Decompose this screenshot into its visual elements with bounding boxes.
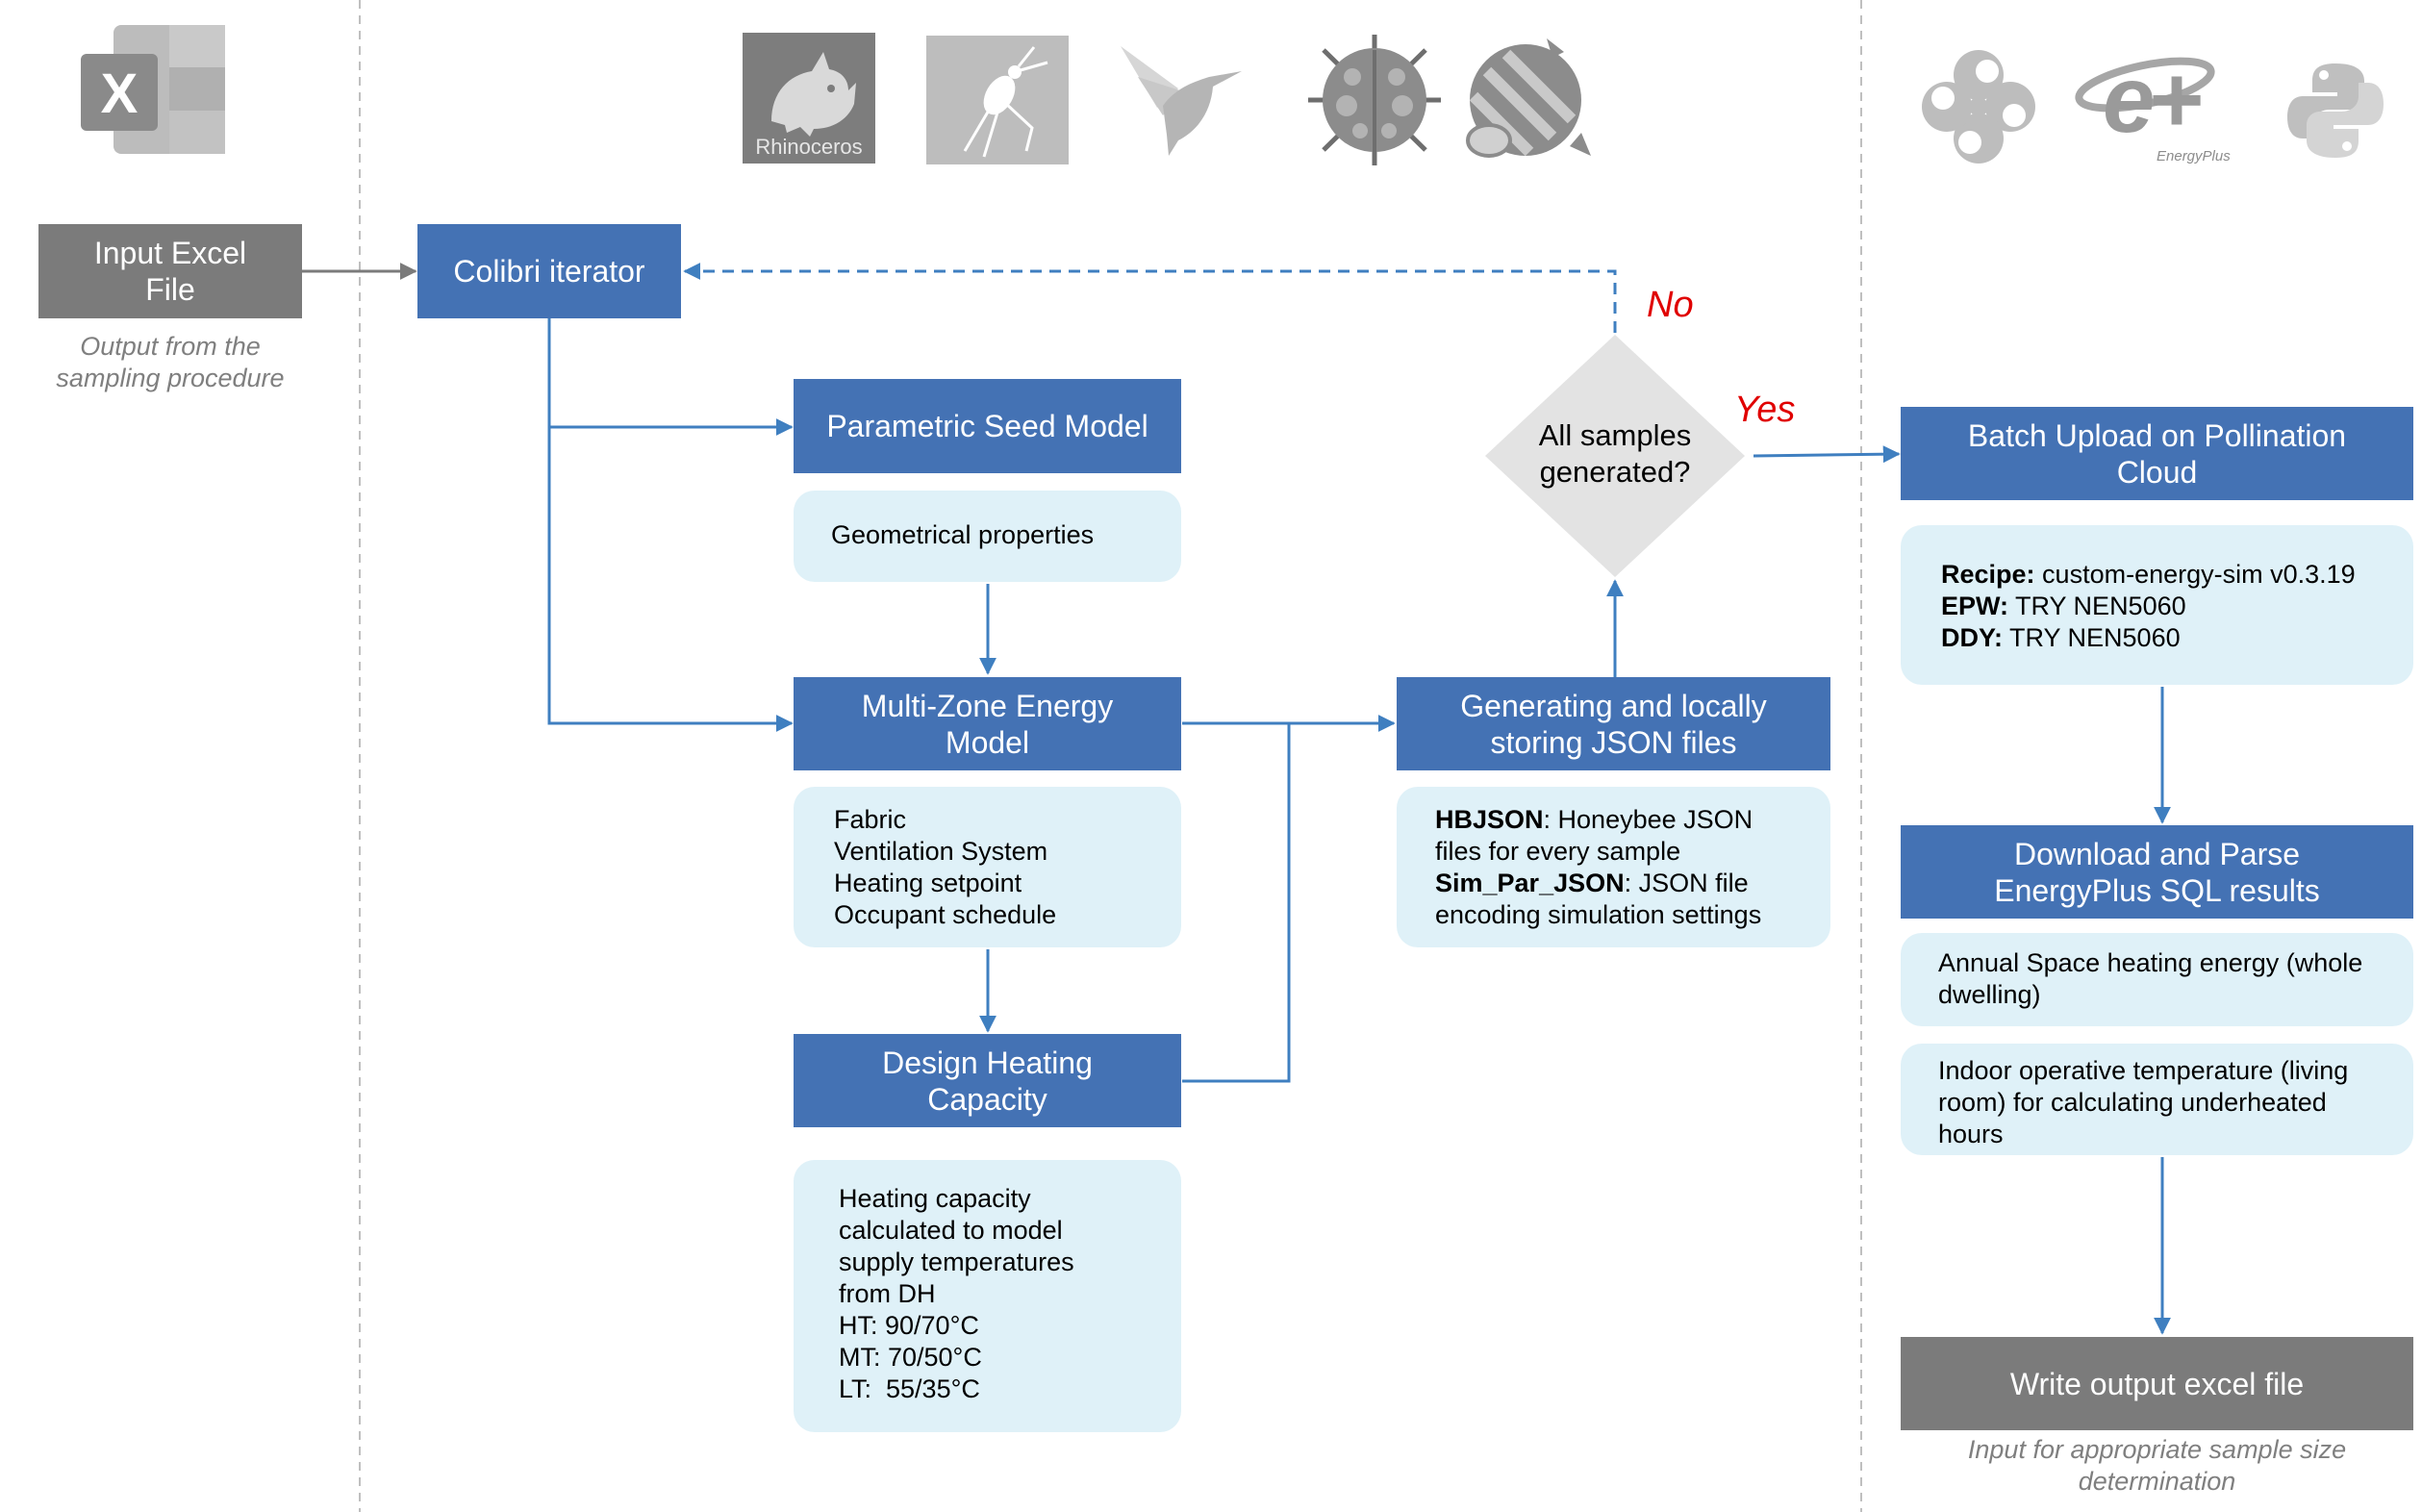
- download-parse-label-2: EnergyPlus SQL results: [1994, 872, 2320, 908]
- parametric-seed-model-box: Parametric Seed Model: [794, 379, 1181, 473]
- design-heating-label-2: Capacity: [927, 1081, 1047, 1117]
- prop-heating-setpoint: Heating setpoint: [834, 869, 1022, 897]
- ddy-term: DDY:: [1941, 623, 2003, 652]
- geometrical-properties-box: Geometrical properties: [794, 491, 1181, 582]
- sim-par-json-desc-cont: encoding simulation settings: [1435, 900, 1762, 929]
- python-icon: [2287, 62, 2384, 160]
- ddy-value: TRY NEN5060: [2003, 623, 2181, 652]
- honeybee-icon: [1458, 33, 1593, 165]
- heating-text-3: supply temperatures: [839, 1247, 1074, 1276]
- arrow-design-to-json: [1182, 723, 1291, 1083]
- design-heating-label-1: Design Heating: [882, 1045, 1093, 1080]
- decision-diamond: [1485, 335, 1745, 577]
- heating-text-4: from DH: [839, 1279, 936, 1308]
- grasshopper-icon: [926, 36, 1069, 164]
- multi-zone-properties-box: Fabric Ventilation System Heating setpoi…: [794, 787, 1181, 947]
- input-excel-note-2: sampling procedure: [56, 364, 285, 392]
- input-excel-label-1: Input Excel: [93, 236, 247, 270]
- ladybug-icon: [1308, 35, 1441, 165]
- rhino-icon: Rhinoceros: [743, 33, 875, 164]
- write-output-note: Input for appropriate sample size determ…: [1901, 1434, 2413, 1498]
- prop-ventilation: Ventilation System: [834, 837, 1048, 866]
- colibri-bird-icon: [1119, 38, 1244, 158]
- arrow-colibri-to-seed: [547, 318, 794, 436]
- download-parse-box: Download and Parse EnergyPlus SQL result…: [1901, 825, 2413, 919]
- prop-fabric: Fabric: [834, 805, 907, 834]
- energyplus-icon-mark: e+: [2103, 46, 2203, 152]
- write-output-box: Write output excel file: [1901, 1337, 2413, 1430]
- batch-properties-box: Recipe: custom-energy-sim v0.3.19 EPW: T…: [1901, 525, 2413, 685]
- colibri-iterator-label: Colibri iterator: [453, 254, 645, 289]
- json-description-box: HBJSON: Honeybee JSON files for every sa…: [1397, 787, 1830, 947]
- indoor-temp-line-3: hours: [1938, 1120, 2004, 1148]
- write-output-note-1: Input for appropriate sample size: [1967, 1435, 2347, 1464]
- colibri-iterator-box: Colibri iterator: [417, 224, 681, 318]
- input-excel-note-1: Output from the: [80, 332, 261, 361]
- rhino-icon-label: Rhinoceros: [755, 135, 863, 159]
- yes-label: Yes: [1734, 390, 1796, 430]
- write-output-label: Write output excel file: [2009, 1366, 2305, 1401]
- recipe-term: Recipe:: [1941, 560, 2035, 589]
- generating-json-label-2: storing JSON files: [1490, 724, 1737, 760]
- recipe-line: Recipe: custom-energy-sim v0.3.19: [1941, 559, 2413, 591]
- epw-line: EPW: TRY NEN5060: [1941, 591, 2413, 622]
- batch-upload-label-1: Batch Upload on Pollination: [1967, 417, 2347, 453]
- epw-term: EPW:: [1941, 592, 2009, 620]
- pollination-icon: [1920, 48, 2037, 165]
- indoor-temperature-box: Indoor operative temperature (living roo…: [1901, 1044, 2413, 1155]
- multi-zone-energy-model-box: Multi-Zone Energy Model: [794, 677, 1181, 770]
- hbjson-term: HBJSON: [1435, 805, 1544, 834]
- arrow-decision-no: [683, 263, 1617, 333]
- decision-text: All samples generated?: [1500, 417, 1730, 491]
- indoor-temp-line-2: room) for calculating underheated: [1938, 1088, 2327, 1117]
- multi-zone-label-2: Model: [945, 724, 1030, 760]
- multi-zone-label-1: Multi-Zone Energy: [861, 688, 1114, 723]
- sim-par-json-term: Sim_Par_JSON: [1435, 869, 1625, 897]
- indoor-temp-line-1: Indoor operative temperature (living: [1938, 1056, 2349, 1085]
- design-heating-capacity-box: Design Heating Capacity: [794, 1034, 1181, 1127]
- heating-mt: MT: 70/50°C: [839, 1343, 982, 1372]
- no-label: No: [1647, 285, 1694, 325]
- batch-upload-box: Batch Upload on Pollination Cloud: [1901, 407, 2413, 500]
- prop-occupant-schedule: Occupant schedule: [834, 900, 1057, 929]
- generating-json-label-1: Generating and locally: [1460, 688, 1767, 723]
- hbjson-desc: : Honeybee JSON: [1543, 805, 1753, 834]
- json-desc-line-1: HBJSON: Honeybee JSON: [1435, 804, 1830, 836]
- json-desc-line-3: Sim_Par_JSON: JSON file: [1435, 868, 1830, 899]
- annual-heating-line-2: dwelling): [1938, 980, 2041, 1009]
- excel-icon-letter: X: [100, 63, 139, 125]
- arrow-colibri-to-multizone: [547, 427, 794, 732]
- json-desc-line-4: encoding simulation settings: [1435, 899, 1830, 931]
- heating-ht: HT: 90/70°C: [839, 1311, 979, 1340]
- energyplus-icon-label: EnergyPlus: [2157, 148, 2231, 164]
- generating-json-box: Generating and locally storing JSON file…: [1397, 677, 1830, 770]
- json-desc-line-2: files for every sample: [1435, 836, 1830, 868]
- input-excel-label-2: File: [145, 272, 195, 307]
- design-heating-properties-box: Heating capacity calculated to model sup…: [794, 1160, 1181, 1432]
- annual-heating-line-1: Annual Space heating energy (whole: [1938, 948, 2363, 977]
- parametric-seed-model-label: Parametric Seed Model: [826, 409, 1148, 443]
- ddy-line: DDY: TRY NEN5060: [1941, 622, 2413, 654]
- epw-value: TRY NEN5060: [2008, 592, 2186, 620]
- annual-heating-box: Annual Space heating energy (whole dwell…: [1901, 933, 2413, 1026]
- download-parse-label-1: Download and Parse: [2013, 836, 2301, 871]
- heating-text-2: calculated to model: [839, 1216, 1063, 1245]
- input-excel-box: Input Excel File: [38, 224, 302, 318]
- batch-upload-label-2: Cloud: [2116, 454, 2198, 490]
- decision-text-1: All samples: [1538, 418, 1692, 452]
- geometrical-properties-text: Geometrical properties: [831, 520, 1095, 549]
- arrow-decision-yes: [1753, 445, 1901, 464]
- write-output-note-2: determination: [2078, 1467, 2236, 1496]
- energyplus-icon: e+ EnergyPlus: [2074, 42, 2247, 171]
- sim-par-json-desc: : JSON file: [1624, 869, 1749, 897]
- heating-lt: LT: 55/35°C: [839, 1374, 980, 1403]
- input-excel-note: Output from the sampling procedure: [19, 331, 321, 394]
- recipe-value: custom-energy-sim v0.3.19: [2034, 560, 2356, 589]
- heating-text-1: Heating capacity: [839, 1184, 1031, 1213]
- excel-icon: X: [81, 23, 227, 156]
- hbjson-desc-cont: files for every sample: [1435, 837, 1681, 866]
- decision-text-2: generated?: [1539, 455, 1691, 489]
